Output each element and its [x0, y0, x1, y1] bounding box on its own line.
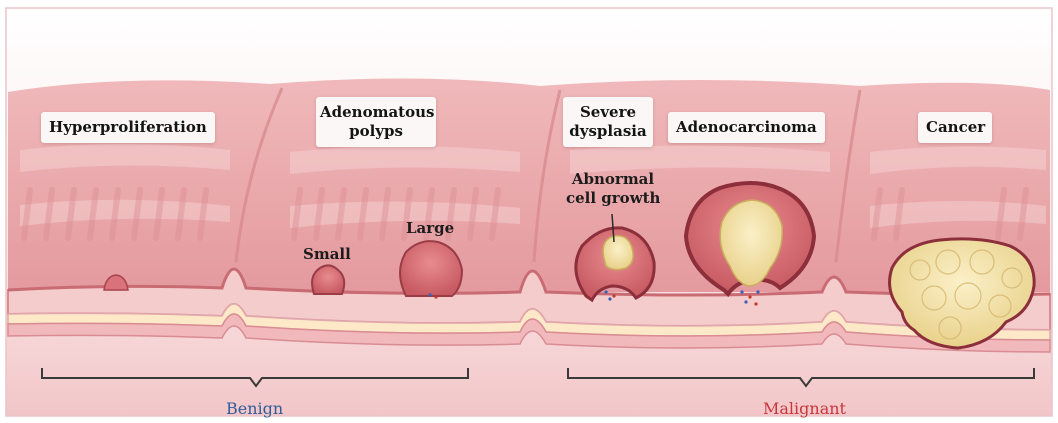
- stage-label-adenomatous-line2: polyps: [320, 122, 432, 141]
- annotation-small: Small: [303, 245, 351, 264]
- abnormal-cell-mass: [603, 236, 633, 270]
- annotation-abnormal-line2: cell growth: [566, 189, 660, 208]
- stage-label-hyperproliferation: Hyperproliferation: [41, 112, 215, 143]
- stage-label-severe-line1: Severe: [567, 103, 649, 122]
- large-polyp: [400, 241, 462, 296]
- annotation-abnormal-cell-growth: Abnormal cell growth: [566, 170, 660, 208]
- stage-label-adenomatous-line1: Adenomatous: [320, 103, 432, 122]
- category-benign: Benign: [226, 399, 283, 419]
- stage-label-cancer: Cancer: [918, 112, 992, 143]
- stage-label-severe-dysplasia: Severe dysplasia: [563, 97, 653, 147]
- stage-label-adenomatous-polyps: Adenomatous polyps: [316, 97, 436, 147]
- colon-folds: [8, 78, 1050, 292]
- stage-label-severe-line2: dysplasia: [567, 122, 649, 141]
- annotation-large: Large: [406, 219, 454, 238]
- annotation-abnormal-line1: Abnormal: [566, 170, 660, 189]
- stage-label-adenocarcinoma: Adenocarcinoma: [668, 112, 825, 143]
- category-malignant: Malignant: [763, 399, 846, 419]
